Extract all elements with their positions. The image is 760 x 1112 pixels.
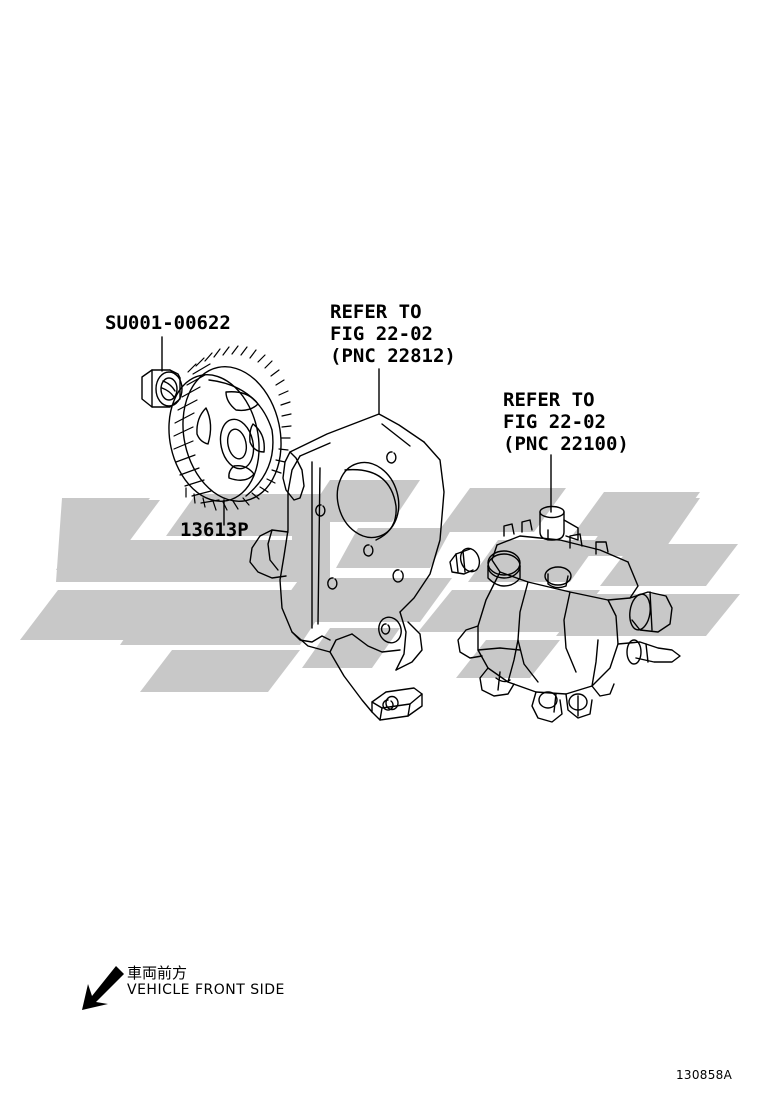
nut-part-number-label: SU001-00622 — [105, 312, 231, 334]
vehicle-front-arrow — [82, 966, 124, 1010]
injection-pump-bracket-drawing — [249, 413, 445, 721]
bracket-refer-line-1: REFER TO — [330, 301, 422, 323]
timing-gear-drawing — [168, 345, 292, 511]
bracket-refer-line-3: (PNC 22812) — [330, 345, 456, 367]
hex-nut-drawing — [141, 369, 183, 408]
bolt-hole-4 — [327, 577, 338, 590]
bolt-hole-3 — [363, 544, 374, 557]
diagram-corner-code: 130858A — [676, 1068, 733, 1082]
fuel-injection-pump-drawing — [449, 505, 681, 723]
bolt-hole-2 — [315, 504, 326, 517]
bolt-hole-1 — [386, 451, 397, 464]
gear-part-number-label: 13613P — [180, 519, 249, 541]
pump-refer-line-3: (PNC 22100) — [503, 433, 629, 455]
legend-japanese-text: 車両前方 — [127, 964, 188, 982]
pump-refer-line-1: REFER TO — [503, 389, 595, 411]
bracket-upper-left-ear — [282, 451, 305, 501]
watermark-logo — [20, 480, 740, 692]
bolt-hole-5 — [392, 569, 404, 583]
pump-refer-line-2: FIG 22-02 — [503, 411, 606, 433]
legend-english-text: VEHICLE FRONT SIDE — [127, 982, 285, 998]
bracket-refer-line-2: FIG 22-02 — [330, 323, 433, 345]
